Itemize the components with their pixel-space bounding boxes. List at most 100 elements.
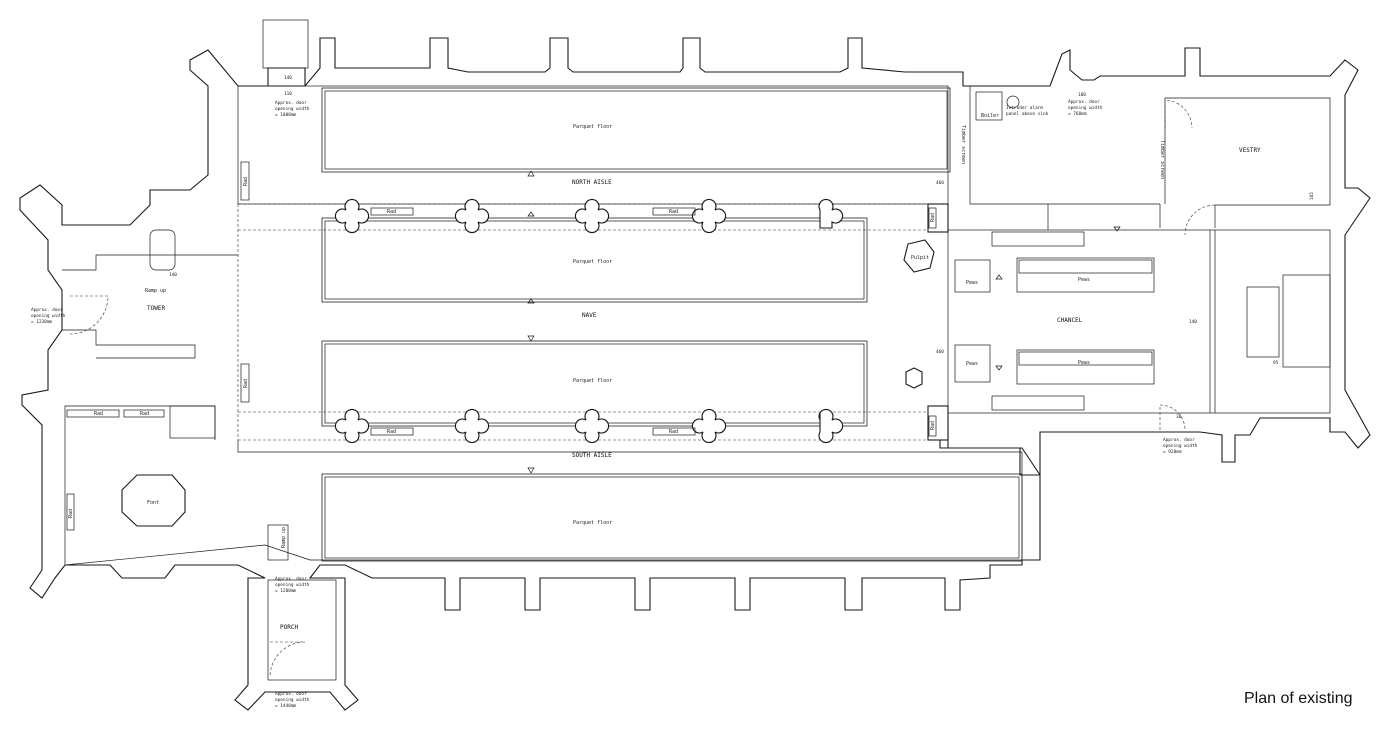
svg-text:Intruder alarm: Intruder alarm xyxy=(1006,105,1043,111)
pulpit xyxy=(903,239,935,273)
svg-text:opening width: opening width xyxy=(275,697,310,703)
svg-text:Approx. door: Approx. door xyxy=(31,307,63,313)
svg-text:= 920mm: = 920mm xyxy=(1163,449,1182,455)
rad-label-4: Rad xyxy=(669,429,678,435)
tower-stair xyxy=(149,229,176,271)
dim-460a: 460 xyxy=(936,180,944,186)
font xyxy=(121,474,186,527)
rad-label-7: Rad xyxy=(68,509,74,518)
dim-30: 30 xyxy=(1176,414,1182,420)
dim-95: 95 xyxy=(1273,360,1279,366)
tower-label: TOWER xyxy=(147,305,165,312)
timber-screen-2: Timber screen xyxy=(1159,140,1165,179)
radiators xyxy=(66,161,937,531)
rad-label-10: Rad xyxy=(930,213,936,222)
tower-walls xyxy=(62,254,238,359)
south-floor-label: Parquet floor xyxy=(573,520,612,526)
note-porch-inner-door: Approx. door opening width = 1200mm xyxy=(275,576,310,594)
note-vestry-door: Approx. door opening width = 760mm xyxy=(1068,99,1103,117)
dim-140: 140 xyxy=(1189,319,1197,325)
ramp-up-porch: Ramp up xyxy=(281,527,287,548)
dim-165: 165 xyxy=(1309,192,1315,200)
nave-lower-floor-label: Parquet floor xyxy=(573,378,612,384)
church-outline xyxy=(19,37,1371,711)
dim-tower-step: 140 xyxy=(169,272,177,278)
svg-text:Approx. door: Approx. door xyxy=(275,576,307,582)
note-north-door: Approx. door opening width = 1000mm xyxy=(275,100,310,118)
svg-text:Approx. door: Approx. door xyxy=(1068,99,1100,105)
north-aisle-floor xyxy=(321,87,951,173)
nave-upper-floor-label: Parquet floor xyxy=(573,259,612,265)
svg-text:= 760mm: = 760mm xyxy=(1068,111,1087,117)
pews-box-north xyxy=(954,259,991,293)
plan-title: Plan of existing xyxy=(1244,690,1353,707)
boiler xyxy=(975,91,1003,121)
svg-text:Approx. door: Approx. door xyxy=(275,691,307,697)
rad-label-8: Rad xyxy=(243,177,249,186)
timber-screen-1: Timber screen xyxy=(960,125,966,164)
vestry-walls xyxy=(969,86,1331,230)
note-chancel-door: Approx. door opening width = 920mm xyxy=(1163,437,1198,455)
porch-door-swing xyxy=(269,641,306,678)
rad-label-3: Rad xyxy=(387,429,396,435)
svg-text:= 1230mm: = 1230mm xyxy=(31,319,53,325)
pews-label-1: Pews xyxy=(1078,277,1090,283)
boiler-label: Boiler xyxy=(981,113,999,119)
pews-label-2: Pews xyxy=(1078,360,1090,366)
note-intruder-alarm: Intruder alarm panel above sink xyxy=(1006,105,1049,117)
svg-text:opening width: opening width xyxy=(275,582,310,588)
chancel-arch-north xyxy=(927,203,949,233)
south-aisle-floor xyxy=(321,473,1023,562)
dim-north-door-step: 110 xyxy=(284,91,292,97)
svg-text:opening width: opening width xyxy=(275,106,310,112)
altar-table xyxy=(1246,286,1280,358)
chancel-pews-north xyxy=(1016,257,1155,293)
axis-markers xyxy=(527,170,1121,474)
svg-text:= 1440mm: = 1440mm xyxy=(275,703,297,709)
chancel-label: CHANCEL xyxy=(1057,317,1083,324)
north-floor-label: Parquet floor xyxy=(573,124,612,130)
pulpit-label: Pulpit xyxy=(911,255,929,261)
svg-text:= 1200mm: = 1200mm xyxy=(275,588,297,594)
ramp-up-tower: Ramp up xyxy=(145,288,166,294)
pews-label-3: Pews xyxy=(966,280,978,286)
lectern xyxy=(905,367,923,389)
rad-label-9: Rad xyxy=(243,379,249,388)
svg-text:opening width: opening width xyxy=(1068,105,1103,111)
pews-label-4: Pews xyxy=(966,361,978,367)
dim-460b: 460 xyxy=(936,349,944,355)
dim-north-door-top: 140 xyxy=(284,75,292,81)
chancel-pews-south xyxy=(1016,349,1155,385)
note-tower-door: Approx. door opening width = 1230mm xyxy=(31,307,66,325)
porch-top-swing xyxy=(1184,204,1216,236)
svg-text:= 1000mm: = 1000mm xyxy=(275,112,297,118)
svg-text:panel above sink: panel above sink xyxy=(1006,111,1049,117)
pews-box-south xyxy=(954,344,991,383)
note-porch-outer-door: Approx. door opening width = 1440mm xyxy=(275,691,310,709)
south-aisle-label: SOUTH AISLE xyxy=(572,452,612,459)
sink xyxy=(1006,95,1020,109)
north-arcade-piers xyxy=(334,198,844,234)
vestry-label: VESTRY xyxy=(1239,147,1261,154)
nave-label: NAVE xyxy=(582,312,597,319)
altar xyxy=(1282,274,1331,368)
dim-vestry-step: 100 xyxy=(1078,92,1086,98)
porch-walls xyxy=(267,579,337,681)
south-arcade-piers xyxy=(334,408,844,444)
chancel-arch-south xyxy=(927,405,949,441)
vestry-door-swing xyxy=(1164,99,1193,129)
porch-label: PORCH xyxy=(280,624,298,631)
rad-label-6: Rad xyxy=(140,411,149,417)
tower-door-swing xyxy=(69,295,109,335)
north-door-lobby xyxy=(262,19,309,69)
svg-text:opening width: opening width xyxy=(1163,443,1198,449)
svg-text:opening width: opening width xyxy=(31,313,66,319)
north-aisle-label: NORTH AISLE xyxy=(572,179,612,186)
svg-text:Approx. door: Approx. door xyxy=(1163,437,1195,443)
rad-label-1: Rad xyxy=(387,209,396,215)
rad-label-11: Rad xyxy=(930,421,936,430)
south-west-cupboard xyxy=(169,405,216,439)
south-aisle-inner xyxy=(64,405,1023,566)
rad-label-2: Rad xyxy=(669,209,678,215)
